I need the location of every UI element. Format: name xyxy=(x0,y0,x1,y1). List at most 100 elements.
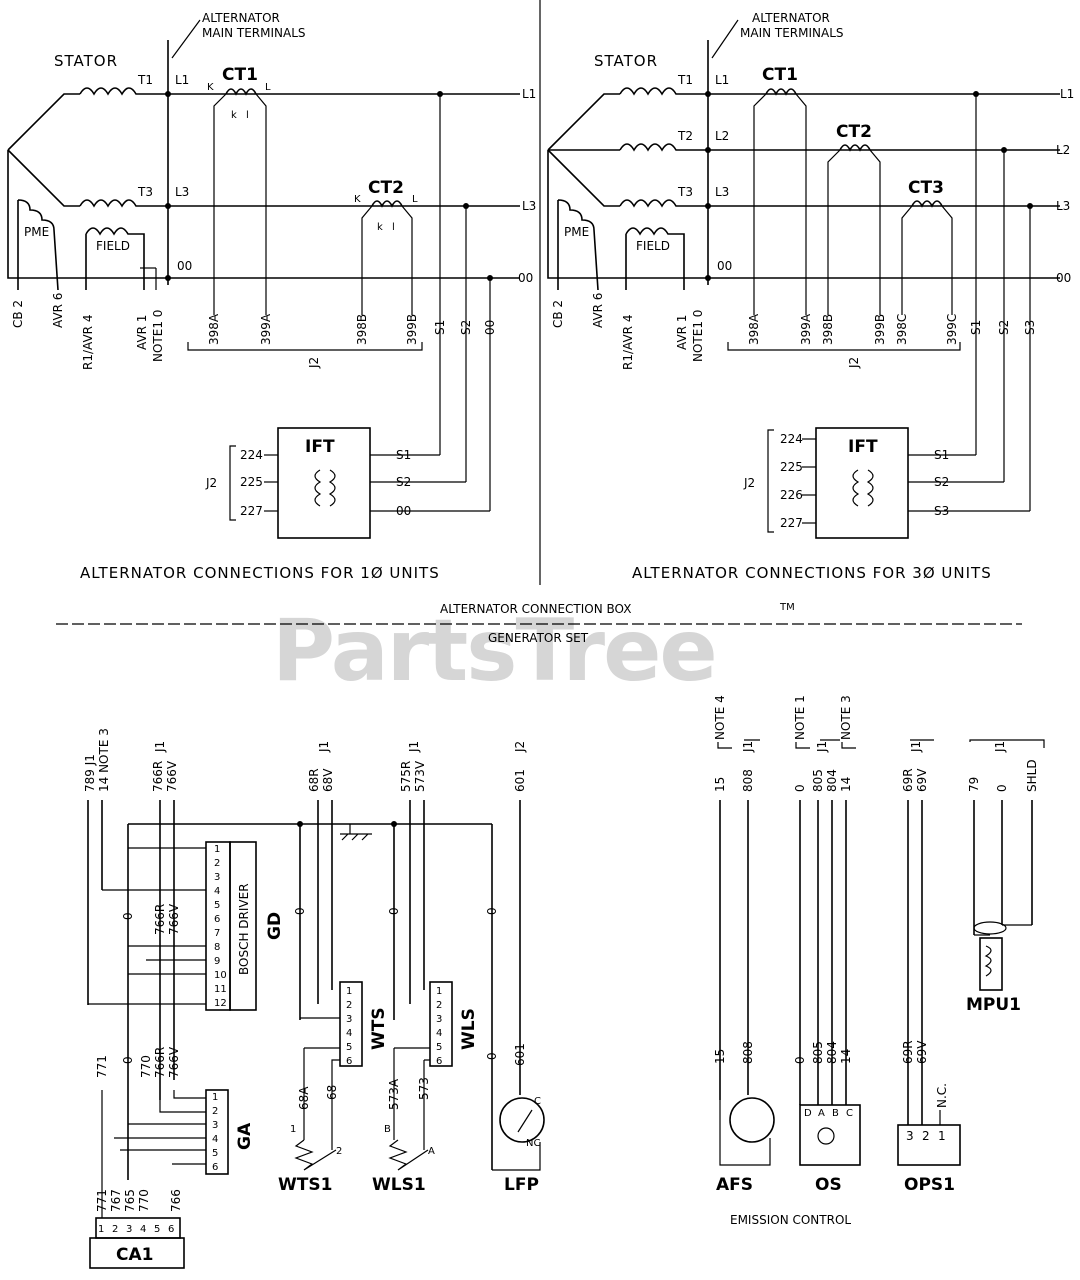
svg-text:0: 0 xyxy=(793,1056,807,1064)
svg-text:IFT: IFT xyxy=(848,437,878,457)
svg-text:804: 804 xyxy=(825,769,839,792)
svg-text:224: 224 xyxy=(240,448,263,462)
svg-text:L3: L3 xyxy=(715,185,729,199)
svg-text:S1: S1 xyxy=(433,320,447,335)
svg-text:L3: L3 xyxy=(522,199,536,213)
svg-text:15: 15 xyxy=(713,1049,727,1064)
svg-text:J1: J1 xyxy=(993,741,1007,753)
svg-text:5: 5 xyxy=(436,1042,442,1053)
svg-text:226: 226 xyxy=(780,488,803,502)
svg-text:S2: S2 xyxy=(396,475,411,489)
svg-text:00: 00 xyxy=(518,271,533,285)
svg-text:S3: S3 xyxy=(934,504,949,518)
stator-label-3: STATOR xyxy=(594,52,658,70)
svg-text:L1: L1 xyxy=(175,73,189,87)
svg-text:5: 5 xyxy=(212,1148,218,1159)
svg-text:9: 9 xyxy=(214,956,220,967)
ops1-label: OPS1 xyxy=(904,1175,955,1195)
svg-text:00: 00 xyxy=(717,259,732,273)
svg-text:S1: S1 xyxy=(934,448,949,462)
single-phase-title: ALTERNATOR CONNECTIONS FOR 1Ø UNITS xyxy=(80,564,440,582)
svg-text:573V: 573V xyxy=(413,760,427,792)
ca1-label: CA1 xyxy=(116,1245,153,1265)
svg-text:J2: J2 xyxy=(847,357,861,369)
generator-set-label: GENERATOR SET xyxy=(488,631,589,645)
svg-text:573A: 573A xyxy=(387,1078,401,1110)
svg-text:1: 1 xyxy=(214,844,220,855)
svg-text:l: l xyxy=(392,222,395,233)
emission-control-label: EMISSION CONTROL xyxy=(730,1213,851,1227)
svg-text:ALTERNATOR: ALTERNATOR xyxy=(202,11,280,25)
svg-text:L1: L1 xyxy=(715,73,729,87)
svg-text:766V: 766V xyxy=(167,1046,181,1078)
svg-text:12: 12 xyxy=(214,998,227,1009)
svg-text:T2: T2 xyxy=(677,129,693,143)
genset-section: 789 J1 14 NOTE 3 766R 766V 68R 68V 575R … xyxy=(83,695,1045,1269)
svg-text:WTS: WTS xyxy=(369,1007,389,1050)
svg-text:771: 771 xyxy=(95,1189,109,1212)
svg-text:CT3: CT3 xyxy=(908,178,944,198)
svg-text:5: 5 xyxy=(346,1042,352,1053)
svg-text:S2: S2 xyxy=(459,320,473,335)
svg-text:R1/AVR 4: R1/AVR 4 xyxy=(81,315,95,370)
svg-text:575R: 575R xyxy=(399,761,413,792)
svg-text:2: 2 xyxy=(922,1129,930,1143)
svg-text:766R: 766R xyxy=(153,1047,167,1078)
svg-text:3: 3 xyxy=(436,1014,442,1025)
svg-text:NOTE 3: NOTE 3 xyxy=(839,695,853,740)
svg-text:808: 808 xyxy=(741,769,755,792)
svg-text:L: L xyxy=(265,82,271,93)
ct2-label: CT2 xyxy=(368,178,404,198)
svg-text:CT2: CT2 xyxy=(836,122,872,142)
svg-text:399A: 399A xyxy=(259,313,273,345)
svg-text:BOSCH DRIVER: BOSCH DRIVER xyxy=(237,883,251,975)
svg-text:227: 227 xyxy=(780,516,803,530)
lfp-label: LFP xyxy=(504,1175,539,1195)
svg-text:S1: S1 xyxy=(396,448,411,462)
mpu1-label: MPU1 xyxy=(966,995,1021,1015)
svg-text:3: 3 xyxy=(126,1224,132,1235)
watermark-tm: TM xyxy=(779,602,795,613)
svg-text:14: 14 xyxy=(839,1049,853,1064)
svg-text:399C: 399C xyxy=(945,314,959,345)
svg-text:J2: J2 xyxy=(513,741,527,753)
svg-text:6: 6 xyxy=(214,914,220,925)
svg-text:L3: L3 xyxy=(1056,199,1070,213)
svg-text:804: 804 xyxy=(825,1041,839,1064)
svg-text:FIELD: FIELD xyxy=(96,239,130,253)
svg-text:3: 3 xyxy=(214,872,220,883)
svg-text:2: 2 xyxy=(214,858,220,869)
svg-text:J1: J1 xyxy=(909,741,923,753)
svg-text:C: C xyxy=(534,1096,541,1107)
wts1-label: WTS1 xyxy=(278,1175,332,1195)
svg-text:3: 3 xyxy=(906,1129,914,1143)
svg-text:K: K xyxy=(207,82,214,93)
svg-text:00: 00 xyxy=(396,504,411,518)
svg-text:L2: L2 xyxy=(715,129,729,143)
svg-text:L2: L2 xyxy=(1056,143,1070,157)
svg-text:0: 0 xyxy=(995,784,1009,792)
svg-text:L1: L1 xyxy=(522,87,536,101)
svg-text:PME: PME xyxy=(564,225,589,239)
svg-text:805: 805 xyxy=(811,1041,825,1064)
svg-text:WLS: WLS xyxy=(459,1008,479,1050)
svg-text:6: 6 xyxy=(212,1162,218,1173)
os-label: OS xyxy=(815,1175,842,1195)
svg-text:7: 7 xyxy=(214,928,220,939)
svg-text:1: 1 xyxy=(290,1124,296,1135)
svg-text:69V: 69V xyxy=(915,1040,929,1064)
afs-label: AFS xyxy=(716,1175,753,1195)
svg-text:69R: 69R xyxy=(901,768,915,792)
svg-text:6: 6 xyxy=(168,1224,174,1235)
svg-text:4: 4 xyxy=(436,1028,442,1039)
svg-text:4: 4 xyxy=(140,1224,146,1235)
svg-text:766R: 766R xyxy=(151,761,165,792)
gd-label: GD xyxy=(265,912,285,940)
svg-text:398B: 398B xyxy=(821,314,835,345)
three-phase-title: ALTERNATOR CONNECTIONS FOR 3Ø UNITS xyxy=(632,564,992,582)
watermark: PartsTree xyxy=(272,601,716,701)
connection-box-label: ALTERNATOR CONNECTION BOX xyxy=(440,602,631,616)
svg-text:T3: T3 xyxy=(677,185,693,199)
svg-text:2: 2 xyxy=(212,1106,218,1117)
svg-text:J1: J1 xyxy=(407,741,421,753)
